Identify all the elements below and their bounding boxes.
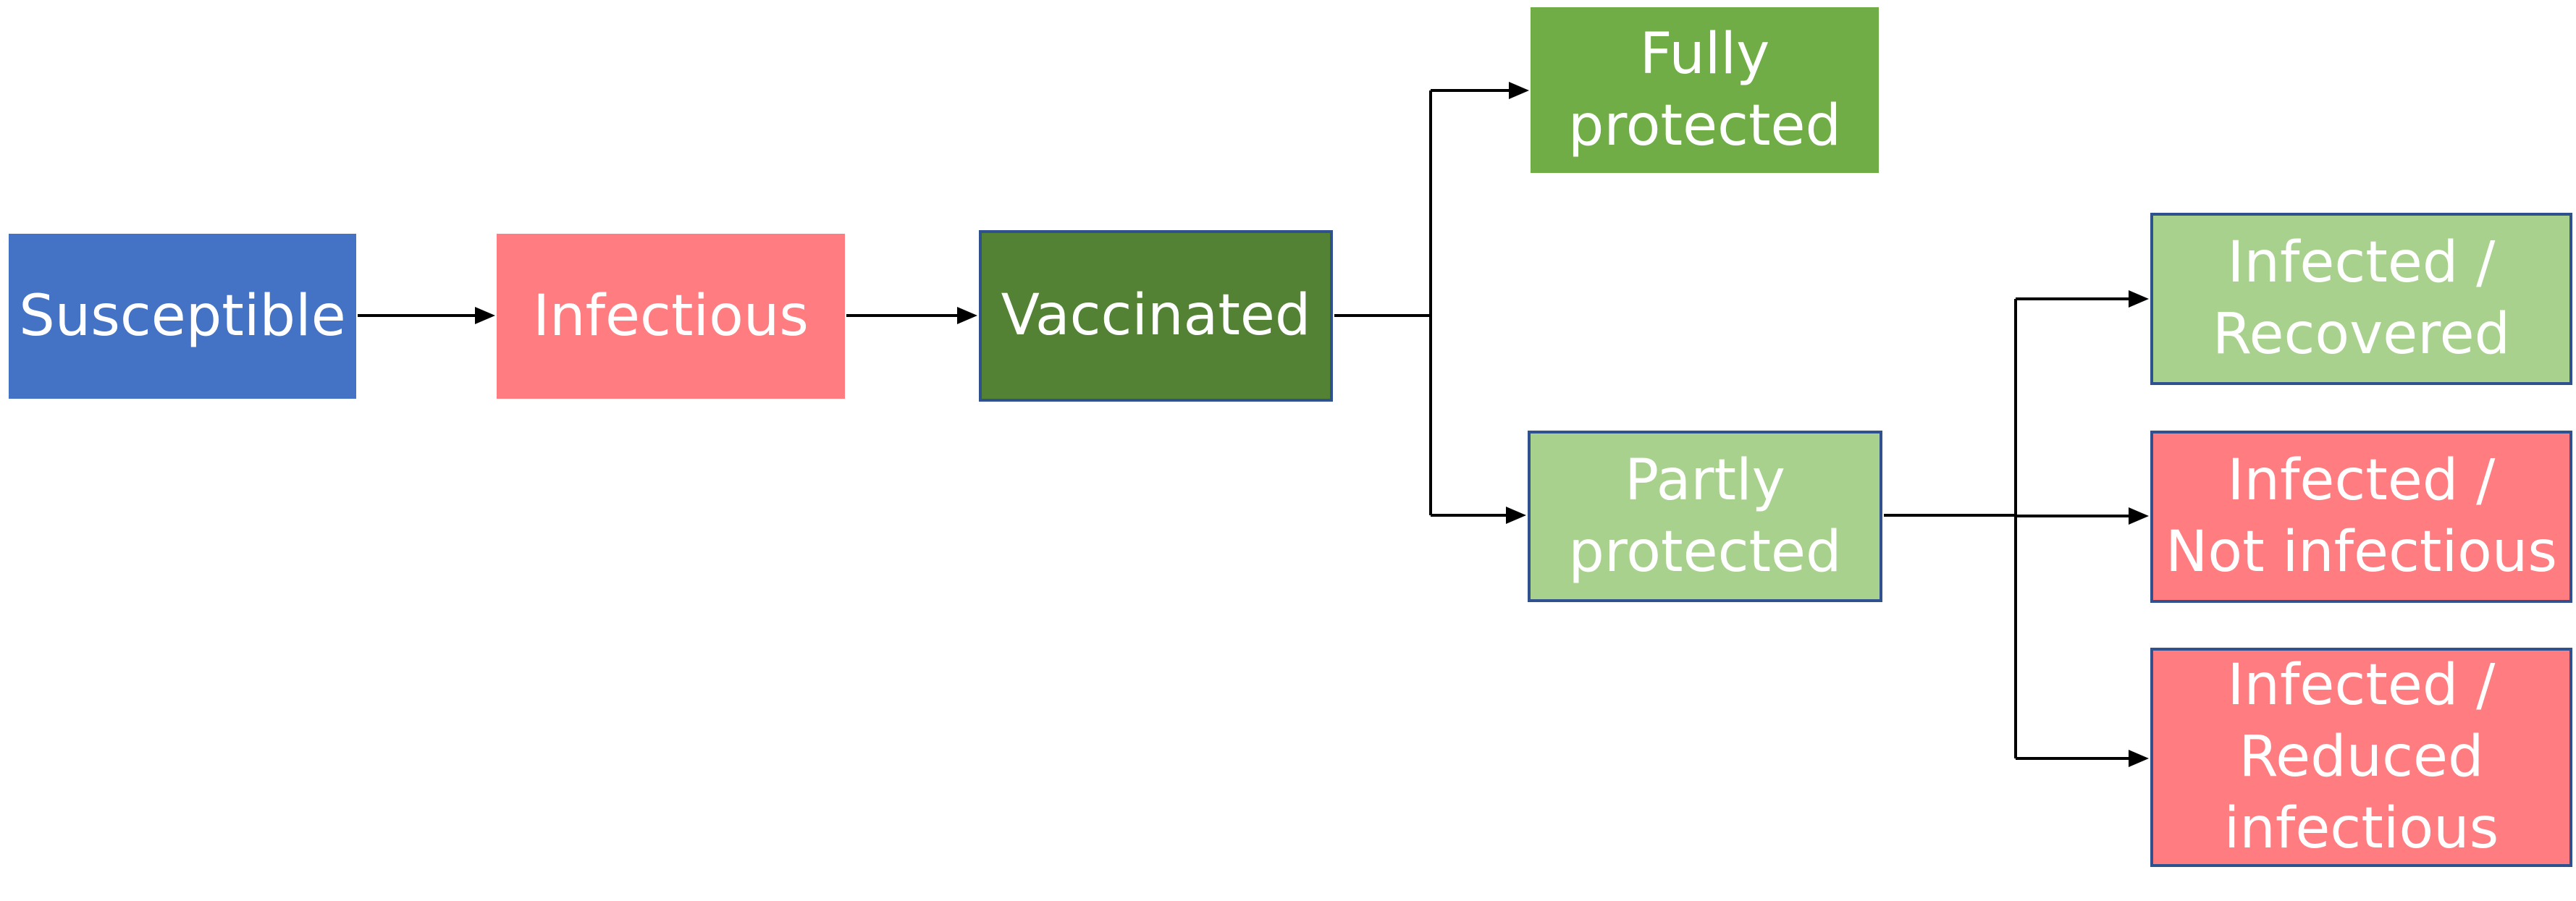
node-infected-recovered: Infected / Recovered — [2150, 213, 2572, 385]
node-infected-reduced-infectious-line-2: Reduced — [2239, 724, 2484, 790]
node-infectious-label: Infectious — [533, 283, 809, 349]
node-fully-protected-line-1: Fully — [1639, 21, 1770, 87]
node-infectious: Infectious — [497, 234, 845, 399]
node-partly-protected-line-1: Partly — [1625, 447, 1785, 513]
node-susceptible-label: Susceptible — [19, 283, 346, 349]
arrowhead-partly — [1506, 507, 1526, 524]
node-infected-reduced-infectious: Infected / Reduced infectious — [2150, 648, 2572, 867]
arrowhead-reduced — [2129, 750, 2149, 767]
node-susceptible: Susceptible — [9, 234, 356, 399]
node-infected-not-infectious-line-1: Infected / — [2227, 448, 2496, 513]
node-vaccinated-label: Vaccinated — [1001, 283, 1311, 348]
node-fully-protected: Fully protected — [1531, 7, 1879, 173]
arrowhead-vaccinated — [957, 307, 977, 324]
node-infected-not-infectious-line-2: Not infectious — [2165, 520, 2557, 585]
arrowhead-notinfectious — [2129, 507, 2149, 525]
node-infected-recovered-line-1: Infected / — [2227, 230, 2496, 295]
arrowhead-infectious — [475, 307, 495, 324]
node-partly-protected-line-2: protected — [1568, 519, 1842, 585]
node-fully-protected-line-2: protected — [1567, 93, 1842, 158]
node-infected-reduced-infectious-line-1: Infected / — [2227, 653, 2496, 718]
node-infected-recovered-line-2: Recovered — [2212, 302, 2511, 367]
arrowhead-fully — [1509, 82, 1529, 99]
node-partly-protected: Partly protected — [1528, 431, 1882, 602]
node-vaccinated: Vaccinated — [979, 230, 1333, 402]
arrowhead-recovered — [2129, 290, 2149, 308]
node-infected-not-infectious: Infected / Not infectious — [2150, 431, 2572, 603]
node-infected-reduced-infectious-line-3: infectious — [2223, 796, 2499, 861]
